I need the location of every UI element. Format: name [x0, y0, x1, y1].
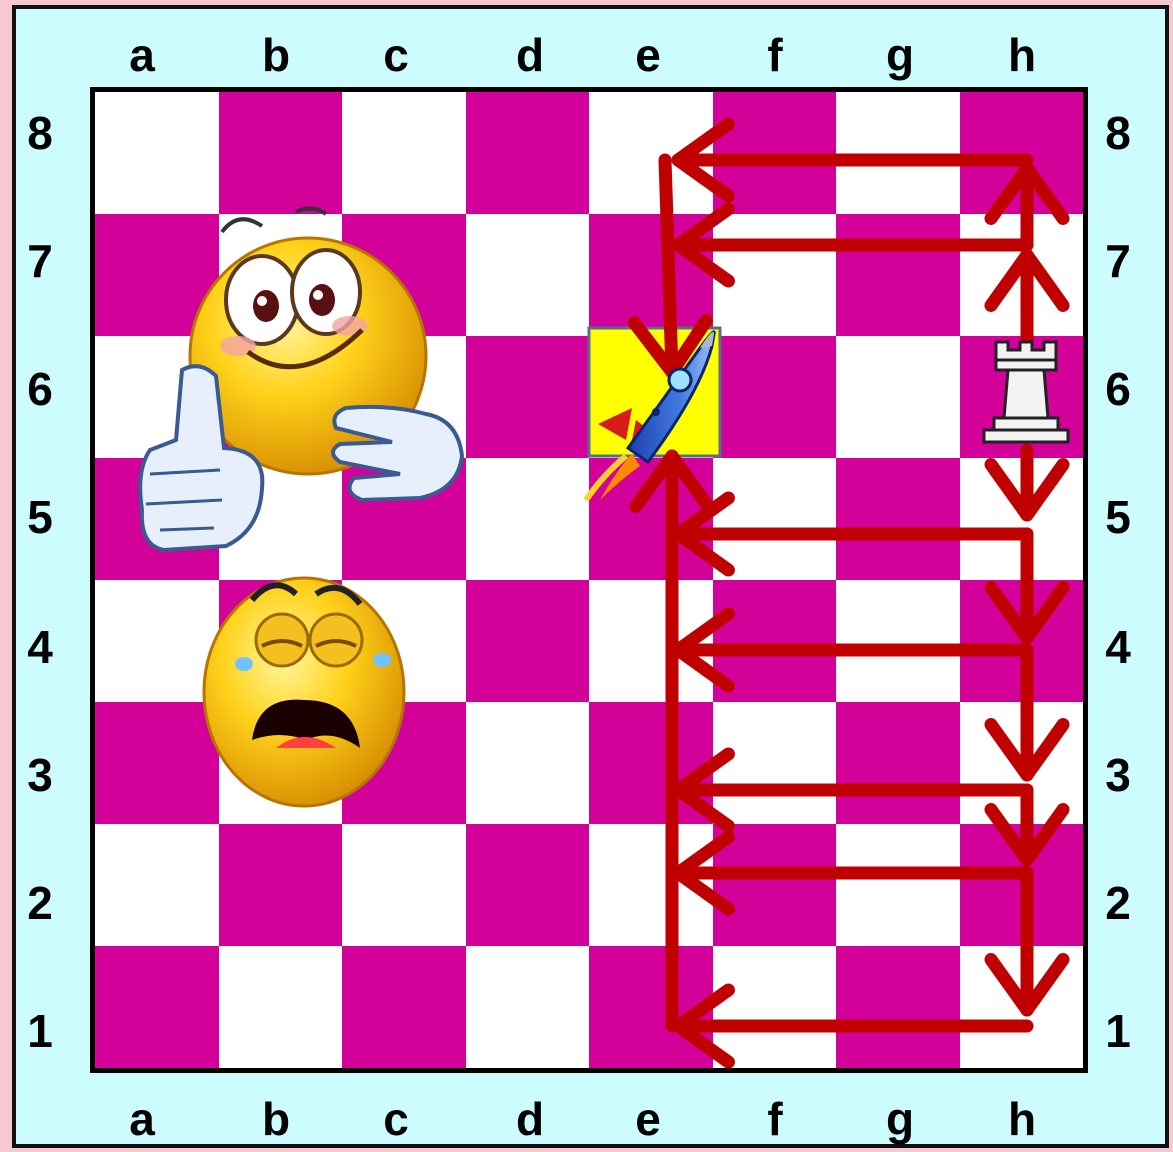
- square-c7[interactable]: [342, 214, 466, 336]
- rank-label-6: 6: [18, 366, 62, 412]
- square-a8[interactable]: [95, 92, 219, 214]
- board-squares: [95, 92, 1083, 1068]
- rank-label-7: 7: [1096, 238, 1140, 284]
- square-d4[interactable]: [466, 580, 590, 702]
- square-e5[interactable]: [589, 458, 713, 580]
- square-h7[interactable]: [960, 214, 1084, 336]
- square-a1[interactable]: [95, 946, 219, 1068]
- square-d5[interactable]: [466, 458, 590, 580]
- square-h3[interactable]: [960, 702, 1084, 824]
- square-g8[interactable]: [836, 92, 960, 214]
- square-h2[interactable]: [960, 824, 1084, 946]
- rank-label-6: 6: [1096, 366, 1140, 412]
- square-c3[interactable]: [342, 702, 466, 824]
- rank-label-2: 2: [18, 880, 62, 926]
- square-a5[interactable]: [95, 458, 219, 580]
- square-d6[interactable]: [466, 336, 590, 458]
- square-e8[interactable]: [589, 92, 713, 214]
- square-e4[interactable]: [589, 580, 713, 702]
- rank-label-1: 1: [1096, 1008, 1140, 1054]
- square-a7[interactable]: [95, 214, 219, 336]
- square-f7[interactable]: [713, 214, 837, 336]
- rank-label-4: 4: [1096, 624, 1140, 670]
- square-h1[interactable]: [960, 946, 1084, 1068]
- square-b5[interactable]: [219, 458, 343, 580]
- square-b8[interactable]: [219, 92, 343, 214]
- square-b7[interactable]: [219, 214, 343, 336]
- file-label-c: c: [366, 1096, 426, 1142]
- square-b1[interactable]: [219, 946, 343, 1068]
- square-e1[interactable]: [589, 946, 713, 1068]
- square-e7[interactable]: [589, 214, 713, 336]
- square-c2[interactable]: [342, 824, 466, 946]
- file-label-b: b: [246, 1096, 306, 1142]
- square-g1[interactable]: [836, 946, 960, 1068]
- square-c6[interactable]: [342, 336, 466, 458]
- square-f4[interactable]: [713, 580, 837, 702]
- file-label-b: b: [246, 32, 306, 78]
- file-label-h: h: [992, 32, 1052, 78]
- square-a6[interactable]: [95, 336, 219, 458]
- chessboard: [90, 87, 1088, 1073]
- square-h4[interactable]: [960, 580, 1084, 702]
- rank-label-5: 5: [1096, 494, 1140, 540]
- file-label-a: a: [112, 1096, 172, 1142]
- square-d7[interactable]: [466, 214, 590, 336]
- square-a3[interactable]: [95, 702, 219, 824]
- square-a4[interactable]: [95, 580, 219, 702]
- square-c8[interactable]: [342, 92, 466, 214]
- square-g5[interactable]: [836, 458, 960, 580]
- square-f8[interactable]: [713, 92, 837, 214]
- square-h5[interactable]: [960, 458, 1084, 580]
- rank-label-4: 4: [18, 624, 62, 670]
- file-label-d: d: [500, 32, 560, 78]
- square-d8[interactable]: [466, 92, 590, 214]
- square-f3[interactable]: [713, 702, 837, 824]
- rank-label-3: 3: [18, 752, 62, 798]
- square-g2[interactable]: [836, 824, 960, 946]
- rank-label-8: 8: [18, 110, 62, 156]
- square-f5[interactable]: [713, 458, 837, 580]
- square-d2[interactable]: [466, 824, 590, 946]
- square-d1[interactable]: [466, 946, 590, 1068]
- square-g7[interactable]: [836, 214, 960, 336]
- file-label-c: c: [366, 32, 426, 78]
- file-label-e: e: [618, 1096, 678, 1142]
- file-label-a: a: [112, 32, 172, 78]
- file-label-h: h: [992, 1096, 1052, 1142]
- file-label-d: d: [500, 1096, 560, 1142]
- file-label-f: f: [745, 32, 805, 78]
- file-label-g: g: [870, 32, 930, 78]
- square-e2[interactable]: [589, 824, 713, 946]
- square-b4[interactable]: [219, 580, 343, 702]
- rank-label-2: 2: [1096, 880, 1140, 926]
- square-g6[interactable]: [836, 336, 960, 458]
- file-label-e: e: [618, 32, 678, 78]
- rank-label-7: 7: [18, 238, 62, 284]
- square-g4[interactable]: [836, 580, 960, 702]
- square-f2[interactable]: [713, 824, 837, 946]
- square-b3[interactable]: [219, 702, 343, 824]
- file-label-f: f: [745, 1096, 805, 1142]
- square-h8[interactable]: [960, 92, 1084, 214]
- square-d3[interactable]: [466, 702, 590, 824]
- square-h6[interactable]: [960, 336, 1084, 458]
- square-e6[interactable]: [589, 336, 713, 458]
- square-c5[interactable]: [342, 458, 466, 580]
- square-g3[interactable]: [836, 702, 960, 824]
- rank-label-3: 3: [1096, 752, 1140, 798]
- square-f6[interactable]: [713, 336, 837, 458]
- rank-label-1: 1: [18, 1008, 62, 1054]
- square-c1[interactable]: [342, 946, 466, 1068]
- square-b2[interactable]: [219, 824, 343, 946]
- square-f1[interactable]: [713, 946, 837, 1068]
- square-a2[interactable]: [95, 824, 219, 946]
- square-e3[interactable]: [589, 702, 713, 824]
- rank-label-5: 5: [18, 494, 62, 540]
- square-c4[interactable]: [342, 580, 466, 702]
- rank-label-8: 8: [1096, 110, 1140, 156]
- square-b6[interactable]: [219, 336, 343, 458]
- file-label-g: g: [870, 1096, 930, 1142]
